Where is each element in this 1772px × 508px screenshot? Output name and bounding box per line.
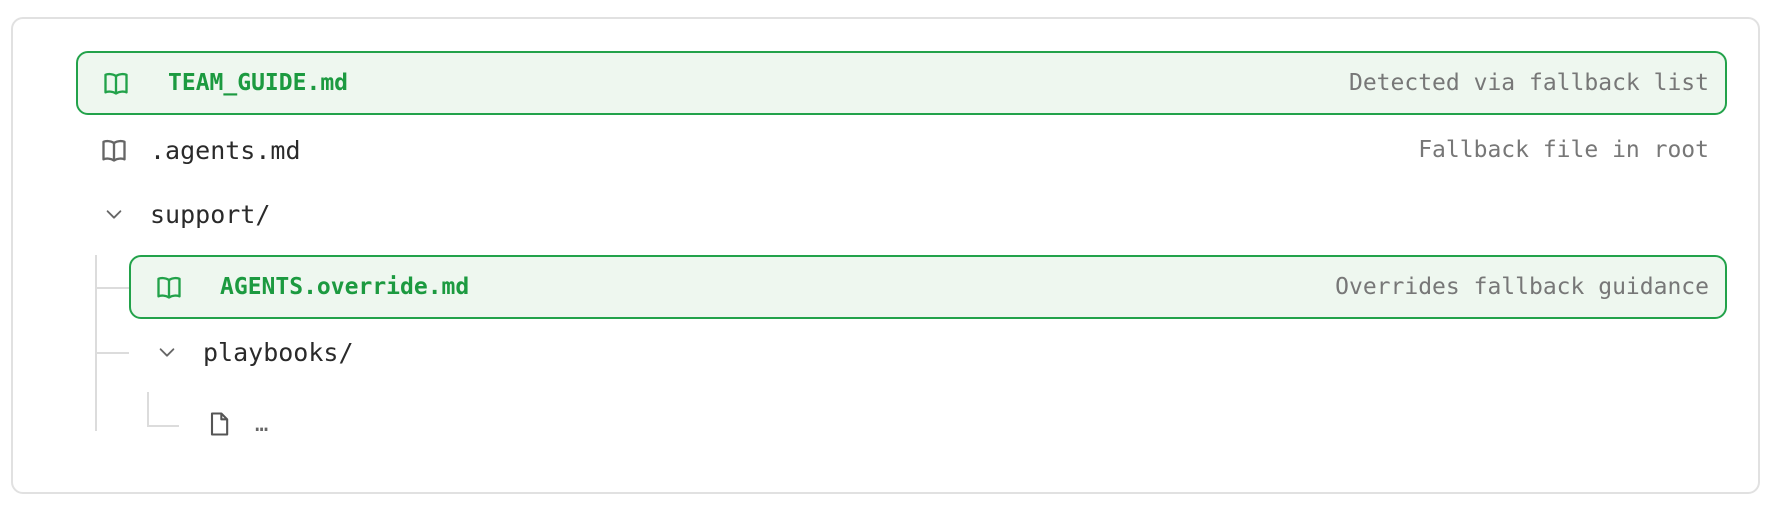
file-icon: [210, 412, 229, 436]
tree-guide-branch: [95, 287, 129, 289]
file-note: Overrides fallback guidance: [1335, 274, 1709, 300]
tree-folder-support[interactable]: support/: [76, 184, 1727, 244]
folder-name: playbooks/: [203, 337, 354, 367]
file-note: Detected via fallback list: [1348, 70, 1709, 96]
folder-name: support/: [150, 199, 271, 229]
file-note: Fallback file in root: [1418, 137, 1709, 163]
chevron-down-icon[interactable]: [103, 203, 125, 225]
file-name: …: [255, 411, 269, 437]
book-icon: [102, 139, 126, 162]
file-name: TEAM_GUIDE.md: [168, 70, 349, 96]
tree-item-agents[interactable]: .agents.md Fallback file in root: [76, 119, 1727, 181]
tree-guide-branch: [147, 425, 179, 427]
tree-folder-playbooks[interactable]: playbooks/: [129, 322, 1727, 382]
chevron-down-icon[interactable]: [156, 341, 178, 363]
file-name: AGENTS.override.md: [220, 274, 470, 300]
book-icon: [104, 72, 128, 95]
tree-guide-branch: [95, 352, 129, 354]
tree-item-team-guide[interactable]: TEAM_GUIDE.md Detected via fallback list: [76, 51, 1727, 115]
book-icon: [157, 276, 181, 299]
file-name: .agents.md: [150, 135, 301, 165]
tree-item-collapsed[interactable]: …: [181, 394, 1727, 454]
tree-guide-line: [95, 255, 97, 431]
tree-guide-line: [147, 392, 149, 427]
tree-item-agents-override[interactable]: AGENTS.override.md Overrides fallback gu…: [129, 255, 1727, 319]
